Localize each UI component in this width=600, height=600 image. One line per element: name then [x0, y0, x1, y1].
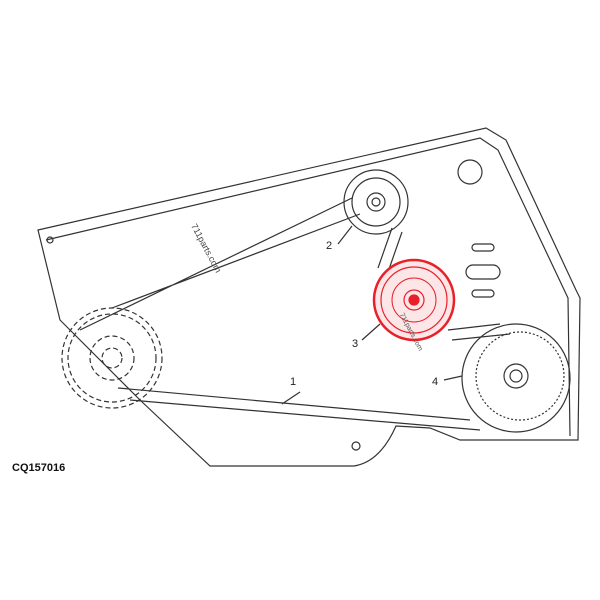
frame-hole-bottom: [351, 441, 361, 451]
figure-id: CQ157016: [12, 462, 66, 474]
frame-slot-2: [465, 264, 501, 280]
frame-outline: [37, 127, 581, 467]
belt: [79, 197, 511, 431]
idler-pulley-highlighted: [372, 258, 456, 342]
callout-number: 4: [432, 376, 439, 388]
frame-hole-small: [46, 236, 54, 244]
frame-inner-edge: [45, 137, 571, 437]
callout-number: 3: [352, 338, 359, 350]
callout-number: 1: [290, 376, 297, 388]
leader-3: [361, 323, 381, 341]
leader-4: [443, 375, 463, 381]
drive-pulley: [461, 323, 571, 433]
left-drive-pulley: [61, 307, 163, 409]
callout-number: 2: [326, 240, 333, 252]
leader-2: [337, 225, 353, 245]
frame-slot-3: [471, 289, 495, 298]
frame-slot-1: [471, 243, 495, 252]
idler-pulley-upper: [343, 169, 409, 235]
frame-hole-large: [457, 159, 483, 185]
leader-1: [281, 391, 301, 405]
